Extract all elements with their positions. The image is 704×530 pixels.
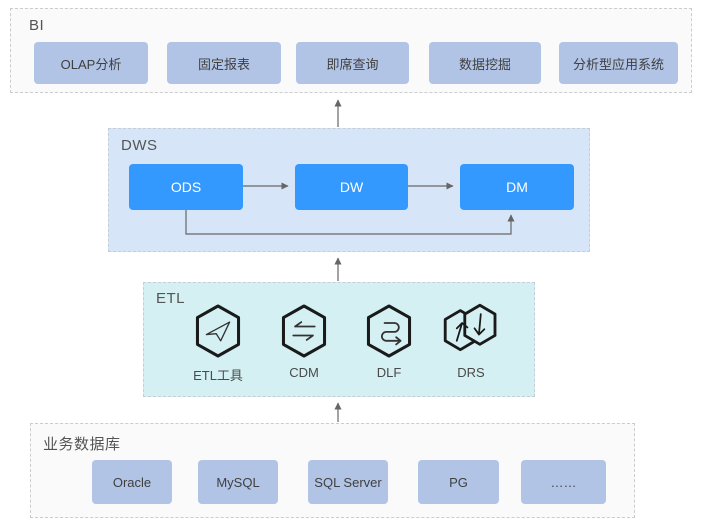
bi-section-title: BI	[29, 17, 45, 34]
db-item-sqlserver: SQL Server	[308, 460, 388, 504]
etl-section: ETL ETL工具 CDM	[143, 282, 535, 397]
etl-tool-etl: ETL工具	[170, 303, 266, 384]
db-item-oracle: Oracle	[92, 460, 172, 504]
drs-tool-label: DRS	[457, 365, 485, 380]
etl-section-title: ETL	[156, 290, 186, 307]
cdm-tool-label: CDM	[289, 365, 319, 380]
bi-item-analytic-app: 分析型应用系统	[559, 42, 678, 84]
bi-item-olap: OLAP分析	[34, 42, 148, 84]
etl-tool-cdm: CDM	[256, 303, 352, 380]
dws-section: DWS ODS DW DM	[108, 128, 590, 252]
double-hexagon-sync-icon	[439, 303, 503, 359]
business-db-section: 业务数据库 Oracle MySQL SQL Server PG ……	[30, 423, 635, 518]
etl-tool-label: ETL工具	[193, 368, 243, 383]
db-item-mysql: MySQL	[198, 460, 278, 504]
etl-tool-drs: DRS	[423, 303, 519, 380]
dws-node-dw: DW	[295, 164, 408, 210]
db-item-others: ……	[521, 460, 606, 504]
business-db-section-title: 业务数据库	[43, 436, 121, 453]
bi-section: BI OLAP分析 固定报表 即席查询 数据挖掘 分析型应用系统	[10, 8, 692, 93]
dws-node-ods: ODS	[129, 164, 243, 210]
db-item-pg: PG	[418, 460, 499, 504]
bi-item-adhoc-query: 即席查询	[296, 42, 409, 84]
bi-item-fixed-report: 固定报表	[167, 42, 281, 84]
exchange-arrows-hexagon-icon	[279, 303, 329, 359]
bi-item-data-mining: 数据挖掘	[429, 42, 541, 84]
dws-node-dm: DM	[460, 164, 574, 210]
coil-arrow-hexagon-icon	[364, 303, 414, 359]
dlf-tool-label: DLF	[376, 365, 402, 380]
dws-section-title: DWS	[121, 137, 158, 154]
paper-plane-hexagon-icon	[193, 303, 243, 359]
etl-tool-dlf: DLF	[341, 303, 437, 380]
